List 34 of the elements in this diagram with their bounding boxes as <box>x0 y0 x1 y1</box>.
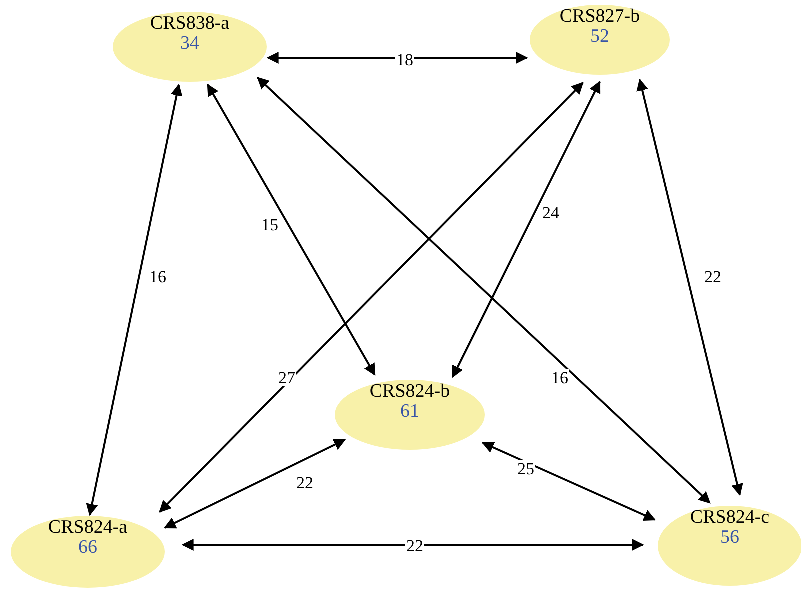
node-name: CRS824-a <box>48 518 128 538</box>
edge-label: 16 <box>550 370 570 386</box>
edge-label: 25 <box>516 460 536 478</box>
edge-label: 22 <box>406 538 424 554</box>
edge-label: 15 <box>260 216 280 234</box>
double-arrow <box>182 539 644 551</box>
double-arrow <box>159 82 584 513</box>
node-name: CRS824-c <box>690 508 770 528</box>
node-value: 66 <box>78 538 98 558</box>
node-name: CRS838-a <box>150 14 230 34</box>
node-value: 56 <box>720 528 740 548</box>
double-arrow <box>86 84 183 516</box>
double-arrow <box>452 80 601 378</box>
double-arrow <box>636 78 744 496</box>
ellipse-node <box>113 12 267 82</box>
edge-label: 22 <box>296 474 314 492</box>
node-value: 52 <box>590 27 610 47</box>
edge-label: 22 <box>704 268 722 286</box>
ellipse-node <box>11 516 165 588</box>
double-arrow <box>207 84 376 376</box>
double-arrow <box>482 442 656 522</box>
ellipse-node <box>530 5 670 75</box>
double-arrow <box>257 77 711 504</box>
node-value: 61 <box>400 402 420 422</box>
node-name: CRS827-b <box>560 7 640 27</box>
double-arrow <box>164 439 346 529</box>
node-value: 34 <box>180 34 200 54</box>
ellipse-node <box>335 380 485 450</box>
edge-label: 27 <box>278 370 296 386</box>
edge-label: 18 <box>396 52 414 68</box>
double-arrow <box>266 52 528 64</box>
edge-label: 16 <box>148 268 168 286</box>
edge-label: 24 <box>542 204 560 222</box>
node-name: CRS824-b <box>370 382 450 402</box>
